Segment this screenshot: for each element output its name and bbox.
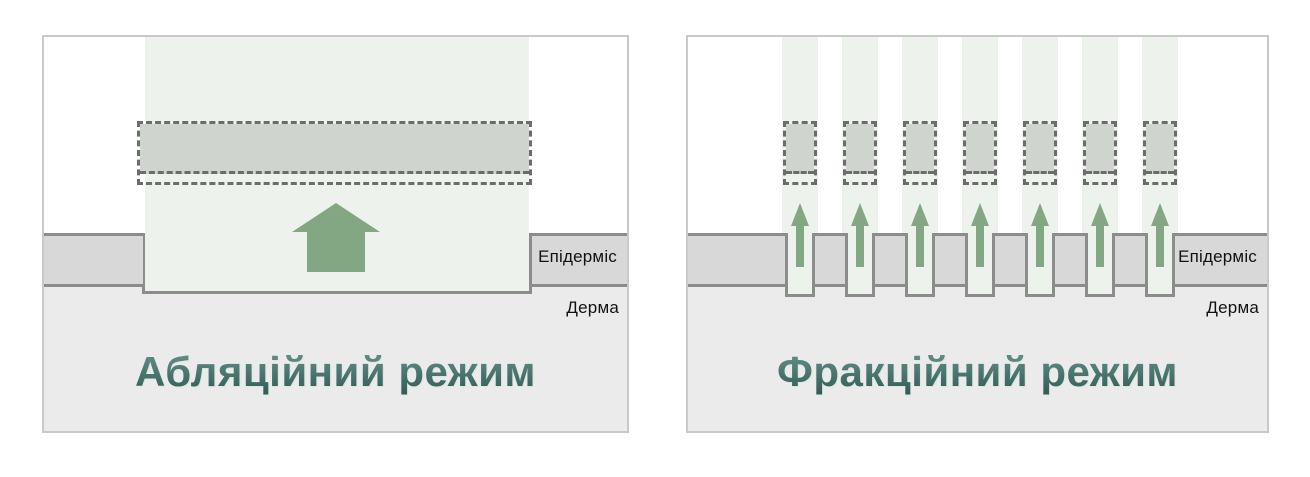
ablated-column-fill [786,124,814,174]
dermis-label: Дерма [566,298,619,317]
ablation-crater [142,233,532,294]
ablated-column-fill [966,124,994,174]
ejection-arrow-stem [1156,224,1164,267]
fractional-panel: Епідерміс Дерма Фракційний режим [686,35,1269,433]
ablated-column-dashed-box [783,121,817,185]
epidermis-label: Епідерміс [1178,247,1257,266]
ejection-arrow-icon [971,203,989,226]
panel-title-ablative: Абляційний режим [44,348,627,396]
ejection-arrow-stem [1036,224,1044,267]
epidermis-layer-left [44,233,143,287]
ablated-tissue-dashed-box [137,121,532,185]
ejection-arrow-icon [1031,203,1049,226]
ejection-arrow-stem [1096,224,1104,267]
panel-title-fractional: Фракційний режим [688,348,1267,396]
ejection-arrow-stem [796,224,804,267]
ablated-column-dashed-box [963,121,997,185]
ejection-arrow-stem [976,224,984,267]
ablated-column-fill [906,124,934,174]
ejection-arrow-icon [791,203,809,226]
dermis-layer [44,285,627,431]
epidermis-label: Епідерміс [538,247,617,266]
ejection-arrow-icon [851,203,869,226]
epidermis-layer-right [532,233,627,287]
ablative-panel: Епідерміс Дерма Абляційний режим [42,35,629,433]
ablated-column-dashed-box [903,121,937,185]
ablated-column-fill [1086,124,1114,174]
ejection-arrow-stem [916,224,924,267]
dermis-layer [688,285,1267,431]
ejection-arrow-icon [1151,203,1169,226]
ejection-arrow-icon [1091,203,1109,226]
ejection-arrow-icon [292,203,380,232]
ejection-arrow-icon [911,203,929,226]
dermis-label: Дерма [1206,298,1259,317]
ablated-column-dashed-box [1083,121,1117,185]
ablated-column-dashed-box [1023,121,1057,185]
ablated-tissue-fill [140,124,529,174]
ablated-column-dashed-box [1143,121,1177,185]
ejection-arrow-stem [856,224,864,267]
ejection-arrow-stem [307,230,365,272]
ablated-column-fill [1026,124,1054,174]
ablated-column-fill [846,124,874,174]
ablated-column-dashed-box [843,121,877,185]
ablated-column-fill [1146,124,1174,174]
